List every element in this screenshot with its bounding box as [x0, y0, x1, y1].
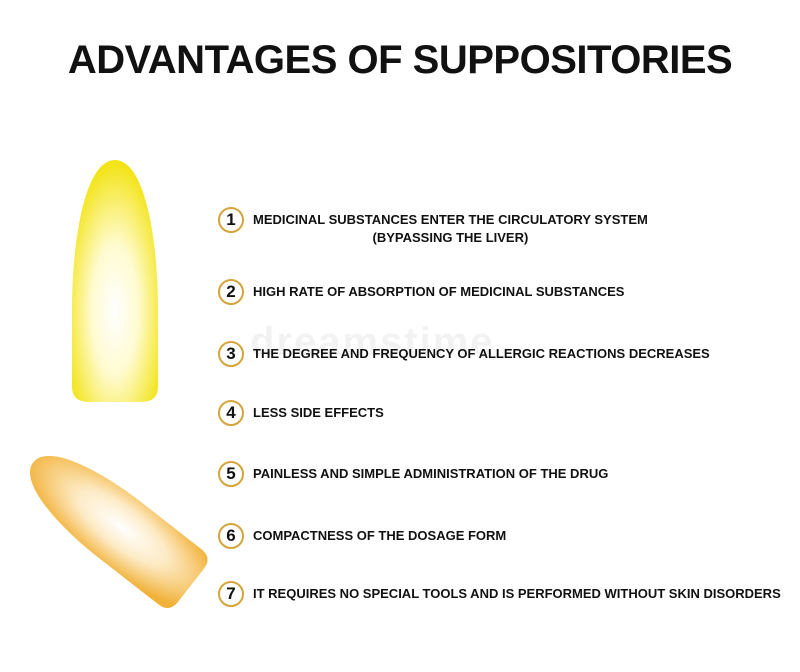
number-badge: 3	[218, 341, 244, 367]
number-badge: 5	[218, 461, 244, 487]
upright-suppository-shape	[72, 160, 158, 402]
advantage-item-7: 7 IT REQUIRES NO SPECIAL TOOLS AND IS PE…	[218, 581, 781, 607]
advantage-text: THE DEGREE AND FREQUENCY OF ALLERGIC REA…	[253, 346, 710, 361]
upright-suppository-illustration	[72, 160, 158, 402]
advantage-item-1: 1 MEDICINAL SUBSTANCES ENTER THE CIRCULA…	[218, 207, 648, 247]
advantage-item-5: 5 PAINLESS AND SIMPLE ADMINISTRATION OF …	[218, 461, 608, 487]
advantage-text: HIGH RATE OF ABSORPTION OF MEDICINAL SUB…	[253, 284, 625, 299]
advantage-text: MEDICINAL SUBSTANCES ENTER THE CIRCULATO…	[253, 207, 648, 247]
number-badge: 4	[218, 400, 244, 426]
advantage-text: LESS SIDE EFFECTS	[253, 405, 384, 420]
advantage-item-6: 6 COMPACTNESS OF THE DOSAGE FORM	[218, 523, 506, 549]
page-title: ADVANTAGES OF SUPPOSITORIES	[67, 38, 733, 82]
advantage-text-line2: (BYPASSING THE LIVER)	[372, 230, 529, 245]
watermark: dreamstime	[250, 320, 495, 364]
tilted-suppository-illustration	[30, 455, 208, 608]
advantage-item-3: 3 THE DEGREE AND FREQUENCY OF ALLERGIC R…	[218, 341, 710, 367]
advantage-item-2: 2 HIGH RATE OF ABSORPTION OF MEDICINAL S…	[218, 279, 624, 305]
advantage-item-4: 4 LESS SIDE EFFECTS	[218, 400, 384, 426]
advantage-text: PAINLESS AND SIMPLE ADMINISTRATION OF TH…	[253, 466, 609, 481]
advantage-text: COMPACTNESS OF THE DOSAGE FORM	[253, 528, 507, 543]
number-badge: 6	[218, 523, 244, 549]
tilted-suppository-shape	[30, 455, 208, 608]
advantage-text-line1: MEDICINAL SUBSTANCES ENTER THE CIRCULATO…	[253, 212, 648, 227]
number-badge: 7	[218, 581, 244, 607]
advantage-text: IT REQUIRES NO SPECIAL TOOLS AND IS PERF…	[253, 586, 781, 601]
number-badge: 1	[218, 207, 244, 233]
number-badge: 2	[218, 279, 244, 305]
